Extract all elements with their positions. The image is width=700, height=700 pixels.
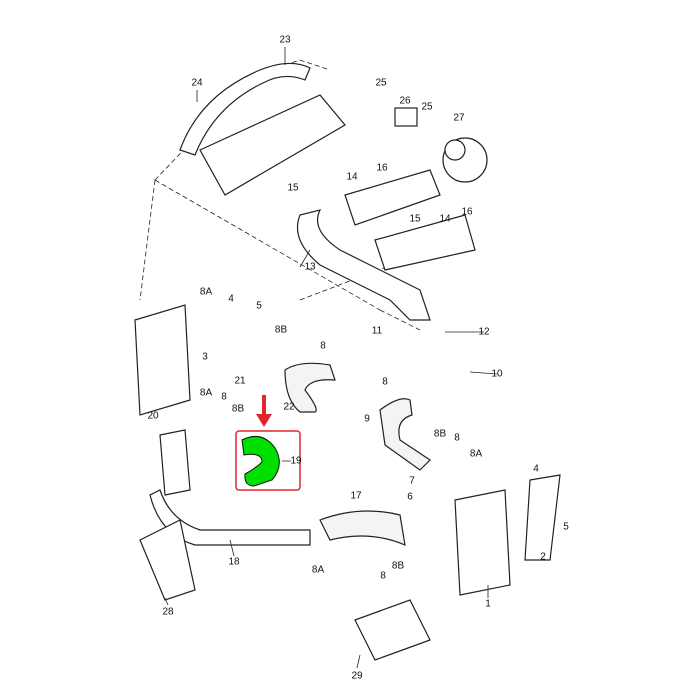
guard-29	[354, 599, 431, 661]
callout-label-8: 8	[221, 391, 227, 403]
pipe-23	[179, 62, 311, 156]
callout-label-10: 10	[491, 368, 503, 380]
callout-label-8a: 8A	[469, 448, 483, 460]
callout-label-12: 12	[478, 326, 490, 338]
exhaust-manifold-lower	[374, 214, 476, 271]
callout-label-3: 3	[202, 351, 208, 363]
callout-label-18: 18	[228, 556, 240, 568]
callout-label-11: 11	[371, 325, 383, 337]
callout-label-22: 22	[283, 401, 295, 413]
callout-label-2: 2	[540, 551, 546, 563]
callout-label-21: 21	[234, 375, 246, 387]
callout-label-15: 15	[409, 213, 421, 225]
callout-label-24: 24	[191, 77, 203, 89]
exhaust-manifold-upper	[344, 169, 441, 226]
pipe-18	[149, 489, 311, 546]
callout-label-20: 20	[147, 410, 159, 422]
callout-label-8: 8	[382, 376, 388, 388]
intake-manifold	[199, 94, 346, 196]
callout-label-8b: 8B	[433, 428, 447, 440]
callout-label-4: 4	[228, 293, 234, 305]
highlight-frame	[235, 430, 301, 491]
callout-label-8b: 8B	[231, 403, 245, 415]
callout-label-29: 29	[351, 670, 363, 682]
callout-label-14: 14	[439, 213, 451, 225]
coupling-26	[394, 107, 418, 127]
callout-label-25: 25	[421, 101, 433, 113]
callout-label-1: 1	[485, 598, 491, 610]
callout-label-15: 15	[287, 182, 299, 194]
callout-label-8: 8	[320, 340, 326, 352]
callout-label-16: 16	[461, 206, 473, 218]
callout-label-25: 25	[375, 77, 387, 89]
callout-label-17: 17	[350, 490, 362, 502]
callout-label-8b: 8B	[274, 324, 288, 336]
callout-label-16: 16	[376, 162, 388, 174]
callout-label-5: 5	[256, 300, 262, 312]
callout-label-8b: 8B	[391, 560, 405, 572]
hose-9	[379, 398, 431, 471]
red-arrow-head	[256, 414, 272, 427]
callout-label-19: 19	[290, 455, 302, 467]
callout-label-23: 23	[279, 34, 291, 46]
hose-17	[319, 510, 406, 546]
hose-19-highlighted	[241, 435, 280, 487]
bracket-18	[159, 429, 191, 496]
bracket-2	[524, 474, 561, 561]
intercooler-1	[454, 489, 511, 596]
callout-label-8a: 8A	[199, 387, 213, 399]
guard-28	[139, 519, 196, 601]
callout-label-8a: 8A	[311, 564, 325, 576]
callout-label-9: 9	[364, 413, 370, 425]
callout-label-8a: 8A	[199, 286, 213, 298]
callout-label-26: 26	[399, 95, 411, 107]
callout-label-5: 5	[563, 521, 569, 533]
callout-label-14: 14	[346, 171, 358, 183]
callout-label-6: 6	[407, 491, 413, 503]
callout-label-7: 7	[409, 475, 415, 487]
pipe-13	[296, 209, 431, 321]
callout-label-8: 8	[380, 570, 386, 582]
callout-label-28: 28	[162, 606, 174, 618]
intercooler-20	[134, 304, 191, 416]
callout-label-4: 4	[533, 463, 539, 475]
hose-22	[284, 362, 336, 413]
callout-label-13: 13	[304, 261, 316, 273]
callout-label-8: 8	[454, 432, 460, 444]
callout-label-27: 27	[453, 112, 465, 124]
